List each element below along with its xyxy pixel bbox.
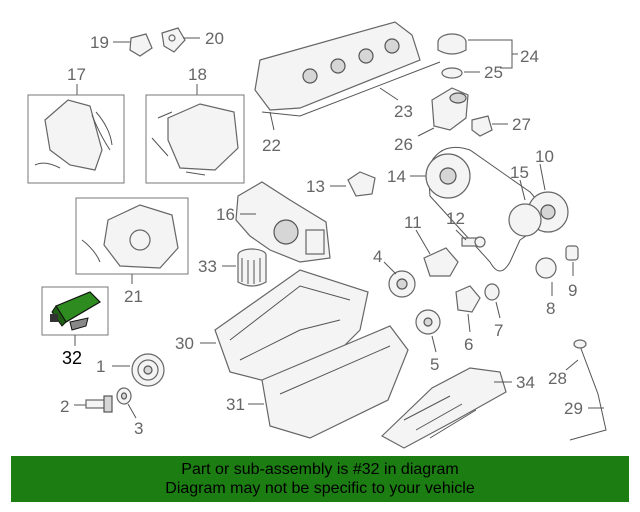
label-20: 20 [205,29,224,48]
banner-line-2: Diagram may not be specific to your vehi… [165,480,475,497]
part-12-bolt [461,236,486,248]
part-33-oil-filter [237,248,267,287]
part-25-gasket [441,67,463,79]
part-13-sensor [347,171,376,197]
label-22: 22 [262,136,281,155]
label-12: 12 [446,209,465,228]
label-25: 25 [484,63,503,82]
label-4: 4 [373,247,382,266]
part-3-washer [116,387,132,405]
label-23: 23 [394,102,413,121]
part-32-sealant-tube[interactable] [50,291,101,331]
label-31: 31 [226,395,245,414]
part-17-box [27,94,125,184]
label-21: 21 [124,287,143,306]
part-27-fitting [471,115,493,137]
label-2: 2 [60,397,69,416]
label-3: 3 [134,419,143,438]
label-33: 33 [198,257,217,276]
label-15: 15 [510,163,529,182]
part-28-dipstick-tube [569,339,607,441]
label-11: 11 [404,213,422,232]
part-8-bearing [535,257,557,279]
label-14: 14 [387,167,406,186]
label-13: 13 [306,177,325,196]
part-7-seal [484,283,500,301]
part-18-box [145,94,245,184]
label-17: 17 [67,65,86,84]
label-34: 34 [516,373,535,392]
label-30: 30 [175,334,194,353]
part-18-timing-cover [151,103,239,176]
part-23-valve-cover [254,21,441,117]
label-24: 24 [520,47,539,66]
part-31-oil-pan-lower [261,325,409,439]
part-2-bolt [85,395,113,413]
part-5-crank-gear [415,309,441,335]
part-34-intake-manifold [380,367,507,449]
banner-line-1: Part or sub-assembly is #32 in diagram [181,461,459,478]
part-16-oil-pump [235,181,331,263]
label-28: 28 [548,369,567,388]
part-17-timing-cover [34,99,113,171]
label-7: 7 [494,321,503,340]
label-8: 8 [546,299,555,318]
label-1: 1 [96,357,105,376]
part-6-seal-housing [455,285,481,313]
label-10: 10 [535,147,554,166]
info-banner: Part or sub-assembly is #32 in diagram D… [11,456,629,502]
part-11-tensioner [423,247,459,277]
label-29: 29 [564,399,583,418]
part-20-bracket [161,27,200,53]
label-9: 9 [568,281,577,300]
label-18: 18 [188,65,207,84]
label-5: 5 [430,355,439,374]
part-1-crank-pulley [131,353,165,387]
label-16: 16 [216,205,235,224]
label-26: 26 [394,135,413,154]
label-27: 27 [512,115,531,134]
part-26-housing [431,87,469,131]
diagram-canvas: 19 20 17 18 21 22 [27,21,607,449]
label-6: 6 [464,335,473,354]
part-24-oil-cap [437,33,467,55]
part-15-gear [508,203,542,237]
part-21-timing-cover [81,204,179,269]
part-9-bushing [565,245,579,261]
part-4-idler-pulley [388,270,416,298]
label-32: 32 [62,348,82,368]
label-19: 19 [90,33,109,52]
part-19-bracket [113,33,153,57]
